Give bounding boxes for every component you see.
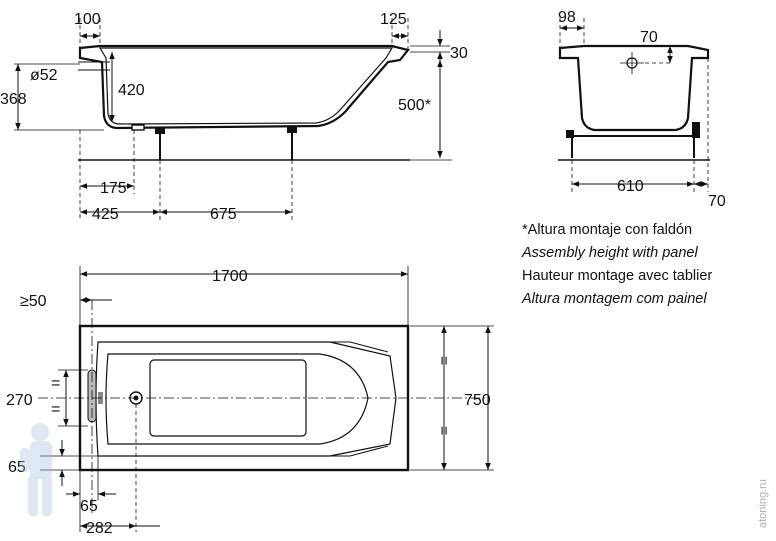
- dim-1700: 1700: [212, 268, 248, 285]
- dim-425: 425: [92, 206, 119, 223]
- dim-70-bottom: 70: [708, 193, 726, 210]
- tub-end-outline: [558, 44, 710, 132]
- tub-basin-inner: [105, 353, 369, 445]
- dim-diameter-52: ø52: [30, 67, 58, 84]
- end-view: [558, 18, 710, 192]
- side-view: [14, 18, 452, 220]
- equal-mark-3: =: [435, 356, 452, 365]
- dim-ge50: ≥50: [20, 293, 47, 310]
- dim-175: 175: [100, 180, 127, 197]
- dim-420: 420: [118, 82, 145, 99]
- tub-basin-outer: [95, 341, 397, 457]
- note-spanish: *Altura montaje con faldón: [522, 222, 693, 238]
- dim-500: 500*: [398, 97, 431, 114]
- side-view-labels: 100 125 30 ø52 420 368 500* 175 425 675: [0, 11, 468, 223]
- dim-70-top: 70: [640, 29, 658, 46]
- dim-610: 610: [617, 178, 644, 195]
- dim-65-left: 65: [8, 459, 26, 476]
- dim-270: 270: [6, 392, 33, 409]
- note-portuguese: Altura montagem com painel: [522, 291, 707, 307]
- note-french: Hauteur montage avec tablier: [522, 268, 713, 284]
- end-view-labels: 98 70 610 70: [558, 9, 726, 210]
- dim-98: 98: [558, 9, 576, 26]
- equal-mark-1: =: [51, 375, 60, 392]
- dim-282: 282: [86, 520, 113, 536]
- assembly-note: *Altura montaje con faldón Assembly heig…: [522, 219, 712, 311]
- dim-30: 30: [450, 45, 468, 62]
- dim-675: 675: [210, 206, 237, 223]
- drain: [131, 124, 145, 131]
- mascot-watermark-icon: [20, 423, 52, 516]
- dim-65-bottom: 65: [80, 498, 98, 515]
- dim-125: 125: [380, 11, 407, 28]
- watermark-text: atoning.ru: [757, 479, 769, 528]
- dim-750: 750: [464, 392, 491, 409]
- site-watermark: atoning.ru: [757, 479, 769, 528]
- dim-100: 100: [74, 11, 101, 28]
- dim-368: 368: [0, 91, 27, 108]
- plan-view: [38, 266, 494, 532]
- plan-view-labels: 1700 ≥50 270 750 65 65 282 = = = =: [6, 268, 491, 537]
- equal-mark-4: =: [435, 426, 452, 435]
- note-english: Assembly height with panel: [522, 245, 698, 261]
- equal-mark-2: =: [51, 401, 60, 418]
